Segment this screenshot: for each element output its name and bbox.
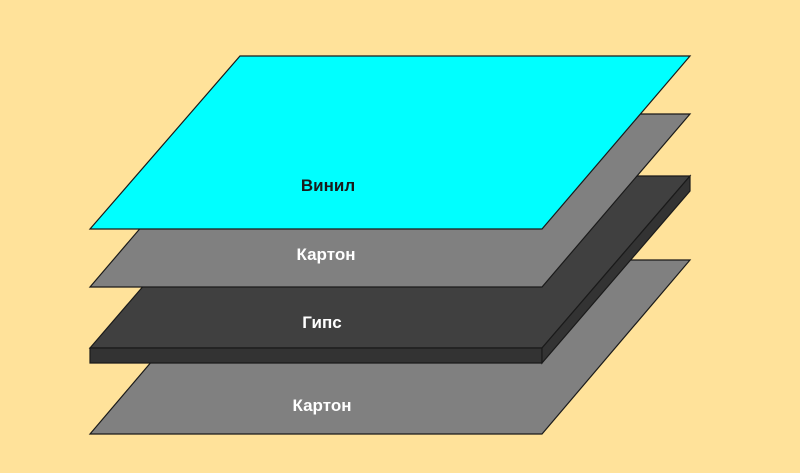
vinyl-label: Винил [301,176,355,195]
gypsum-front-edge [89,347,543,364]
bottom-carton-label: Картон [293,396,352,415]
gypsum-label: Гипс [302,313,341,332]
layer-vinyl: Винил [88,55,692,230]
gypsum-side-edge [541,174,691,365]
vinyl-sheet [88,55,692,230]
top-carton-label: Картон [297,245,356,264]
